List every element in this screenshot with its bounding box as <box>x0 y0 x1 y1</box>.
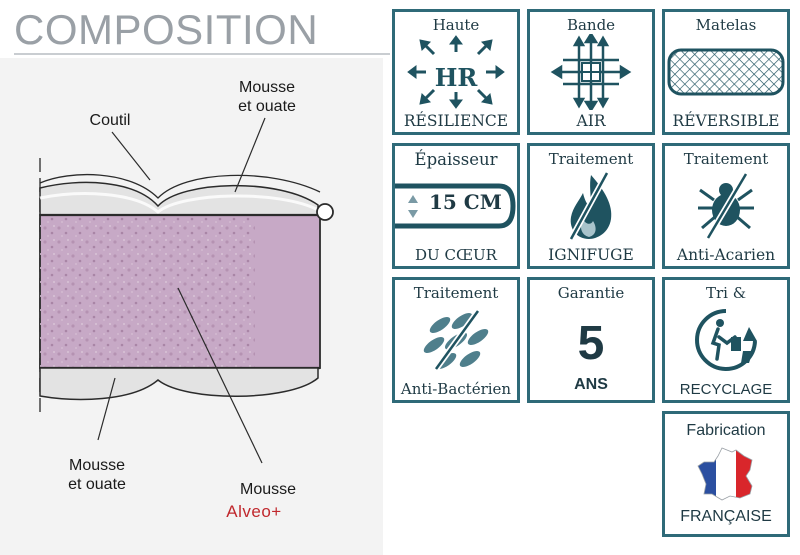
badge-top-label: Tri & <box>705 284 747 302</box>
badge-bande-air: Bande AIR <box>527 9 655 135</box>
foam-texture <box>40 215 255 368</box>
badge-bottom-label: IGNIFUGE <box>548 246 634 264</box>
badge-top-label: Matelas <box>695 16 757 34</box>
title-underline <box>14 53 390 55</box>
badge-top-label: Épaisseur <box>414 150 498 169</box>
badge-tri-recyclage: Tri & RECYCLAGE <box>662 277 790 403</box>
guarantee-years-number: 5 <box>577 316 605 370</box>
thickness-icon <box>395 183 516 229</box>
badge-anti-bacterien: Traitement Anti-Bactérien <box>392 277 520 403</box>
badge-ignifuge: Traitement IGNIFUGE <box>527 143 655 269</box>
badge-top-label: Traitement <box>683 150 769 168</box>
mattress-cross-section: Coutil Mousse et ouate Mousse et ouate M… <box>0 60 383 555</box>
badge-bottom-label: RECYCLAGE <box>679 381 773 398</box>
piping-edge <box>316 203 334 221</box>
page-title: COMPOSITION <box>14 6 319 53</box>
badge-bottom-label: FRANÇAISE <box>680 508 772 525</box>
badge-fabrication-francaise: Fabrication FRANÇAISE <box>662 411 790 537</box>
no-mite-icon <box>698 172 754 240</box>
label-top-foam-line1: Mousse <box>238 79 296 96</box>
arrows-outward-icon <box>407 35 505 109</box>
badge-bottom-label: Anti-Bactérien <box>400 380 512 398</box>
no-flame-icon <box>568 171 612 241</box>
recycle-icon <box>695 309 757 371</box>
badge-bottom-label: ANS <box>574 376 608 393</box>
label-bottom-foam-line1: Mousse <box>68 457 126 474</box>
badge-top-label: Traitement <box>548 150 634 168</box>
hr-text: HR <box>434 63 478 92</box>
heading-area: COMPOSITION <box>0 0 390 58</box>
bottom-padding <box>39 367 319 401</box>
label-core: Mousse <box>239 481 297 498</box>
label-bottom-foam: Mousse et ouate <box>57 456 137 494</box>
badge-top-label: Traitement <box>413 284 499 302</box>
top-padding <box>39 181 319 216</box>
air-grid-icon <box>550 34 632 110</box>
badge-anti-acarien: Traitement Anti-Acarien <box>662 143 790 269</box>
badge-bottom-label: AIR <box>576 112 606 130</box>
badge-bottom-label: RÉVERSIBLE <box>672 112 780 130</box>
badge-matelas-reversible: Matelas RÉVERSIBLE <box>662 9 790 135</box>
label-top-foam-line2: et ouate <box>238 98 296 115</box>
badge-garantie: Garantie 5 ANS <box>527 277 655 403</box>
badge-top-label: Haute <box>432 16 480 34</box>
label-bottom-foam-line2: et ouate <box>68 476 126 493</box>
label-coutil: Coutil <box>89 112 131 129</box>
badge-top-label: Fabrication <box>686 422 766 439</box>
coutil-layer <box>39 173 321 199</box>
mattress-diagram <box>39 117 334 464</box>
badge-bottom-label: RÉSILIENCE <box>403 112 509 130</box>
badge-bottom-label: DU CŒUR <box>415 246 497 264</box>
badge-top-label: Garantie <box>557 284 625 302</box>
label-top-foam: Mousse et ouate <box>228 78 306 116</box>
thickness-value: 15 CM <box>429 190 502 214</box>
badge-haute-resilience: Haute HR RÉSILIENCE <box>392 9 520 135</box>
badge-bottom-label: Anti-Acarien <box>676 246 776 264</box>
mattress-mesh-icon <box>667 48 785 96</box>
core-brand-logo: Alveo+ <box>226 502 282 521</box>
france-flag-map-icon <box>697 447 753 501</box>
badge-epaisseur: Épaisseur 15 CM DU CŒUR <box>392 143 520 269</box>
no-bacteria-icon <box>423 309 489 371</box>
badge-top-label: Bande <box>566 16 616 34</box>
